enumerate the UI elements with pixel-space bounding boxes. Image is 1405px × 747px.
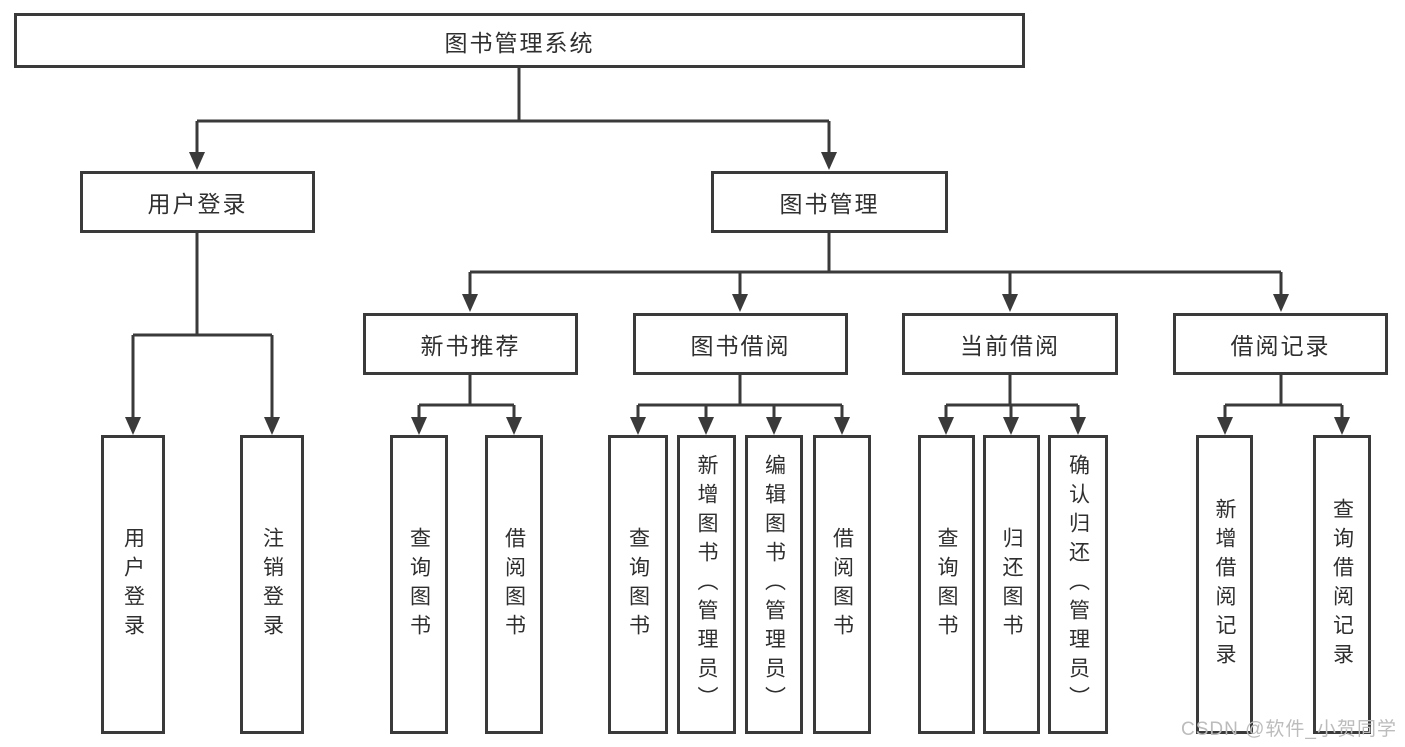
leaf-query-books-recommend: 查询图书 <box>390 435 448 734</box>
leaf-confirm-return-admin-label: 确认归还（管理员） <box>1066 454 1090 715</box>
leaf-edit-books-admin-label: 编辑图书（管理员） <box>762 454 786 715</box>
leaf-query-borrow-record-label: 查询借阅记录 <box>1330 497 1354 672</box>
node-current-borrow: 当前借阅 <box>902 313 1118 375</box>
leaf-query-books-current: 查询图书 <box>918 435 975 734</box>
leaf-user-login: 用户登录 <box>101 435 165 734</box>
node-user-login: 用户登录 <box>80 171 315 233</box>
leaf-query-books-borrow: 查询图书 <box>608 435 668 734</box>
leaf-return-books: 归还图书 <box>983 435 1040 734</box>
node-new-book-recommend: 新书推荐 <box>363 313 578 375</box>
leaf-borrow-books: 借阅图书 <box>813 435 871 734</box>
leaf-query-books-recommend-label: 查询图书 <box>407 526 431 643</box>
leaf-edit-books-admin: 编辑图书（管理员） <box>745 435 803 734</box>
node-current-borrow-label: 当前借阅 <box>960 333 1060 359</box>
leaf-add-books-admin-label: 新增图书（管理员） <box>695 454 718 715</box>
leaf-query-borrow-record: 查询借阅记录 <box>1313 435 1371 734</box>
node-book-borrow: 图书借阅 <box>633 313 848 375</box>
node-root-label: 图书管理系统 <box>444 29 595 56</box>
leaf-add-borrow-record: 新增借阅记录 <box>1196 435 1253 734</box>
leaf-borrow-books-recommend-label: 借阅图书 <box>502 526 526 643</box>
node-borrow-records: 借阅记录 <box>1173 313 1388 375</box>
node-book-borrow-label: 图书借阅 <box>690 333 791 359</box>
node-user-login-label: 用户登录 <box>147 191 248 217</box>
watermark: CSDN @软件_小贺同学 <box>1181 719 1397 740</box>
node-root: 图书管理系统 <box>14 13 1025 68</box>
node-book-management-label: 图书管理 <box>779 191 880 217</box>
leaf-query-books-current-label: 查询图书 <box>935 526 958 643</box>
leaf-query-books-borrow-label: 查询图书 <box>626 526 650 643</box>
leaf-borrow-books-recommend: 借阅图书 <box>485 435 543 734</box>
leaf-add-borrow-record-label: 新增借阅记录 <box>1213 497 1236 672</box>
leaf-logout: 注销登录 <box>240 435 304 734</box>
node-book-management: 图书管理 <box>711 171 948 233</box>
leaf-logout-label: 注销登录 <box>260 526 284 643</box>
leaf-add-books-admin: 新增图书（管理员） <box>677 435 736 734</box>
node-new-book-recommend-label: 新书推荐 <box>420 333 521 359</box>
node-borrow-records-label: 借阅记录 <box>1230 333 1331 359</box>
leaf-borrow-books-label: 借阅图书 <box>830 526 854 643</box>
leaf-confirm-return-admin: 确认归还（管理员） <box>1048 435 1108 734</box>
leaf-user-login-label: 用户登录 <box>121 526 145 643</box>
leaf-return-books-label: 归还图书 <box>1000 526 1023 643</box>
